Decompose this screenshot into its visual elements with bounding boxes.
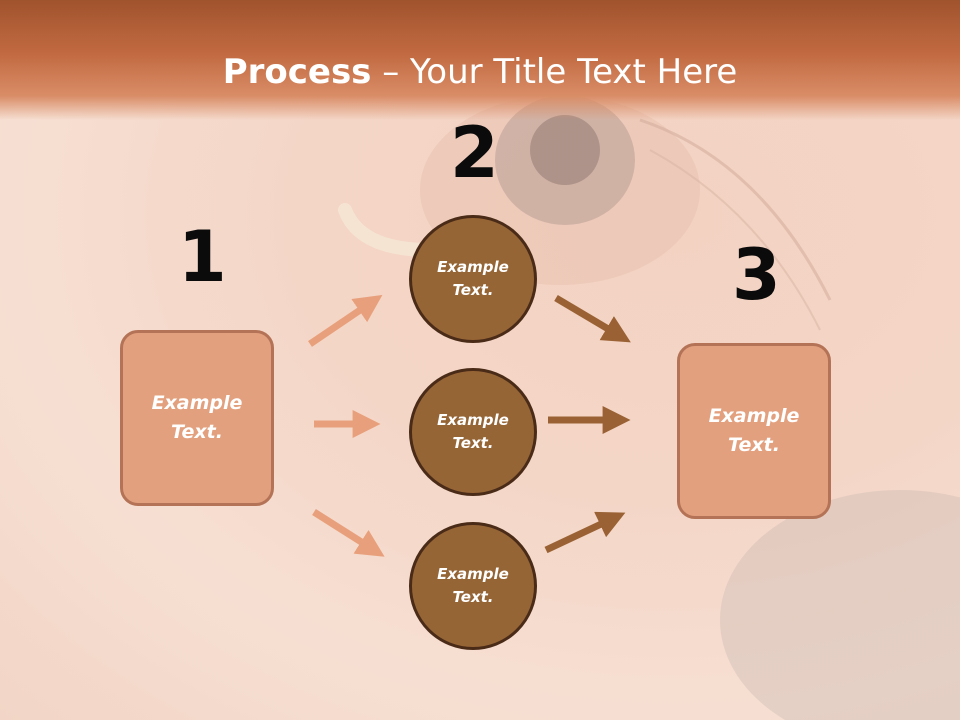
right-box: Example Text. (677, 343, 831, 519)
arrow-left-top (308, 294, 383, 347)
circle-middle-text: Example Text. (437, 411, 509, 452)
step-number-2: 2 (450, 112, 499, 194)
arrow-right-bottom (544, 511, 626, 554)
arrow-left-bottom (312, 509, 385, 557)
circle-top-text: Example Text. (437, 258, 509, 299)
right-box-text: Example Text. (708, 405, 800, 456)
title-bar (0, 0, 960, 120)
arrow-right-top (554, 294, 631, 343)
step-number-1: 1 (178, 216, 227, 298)
circle-top: Example Text. (409, 215, 537, 343)
left-box-text: Example Text. (151, 392, 243, 443)
left-box: Example Text. (120, 330, 274, 506)
circle-bottom: Example Text. (409, 522, 537, 650)
slide-title: Process – Your Title Text Here (0, 52, 960, 92)
title-bold: Process (222, 52, 372, 92)
step-number-3: 3 (732, 234, 781, 316)
circle-bottom-text: Example Text. (437, 565, 509, 606)
title-rest: – Your Title Text Here (371, 52, 738, 92)
circle-middle: Example Text. (409, 368, 537, 496)
